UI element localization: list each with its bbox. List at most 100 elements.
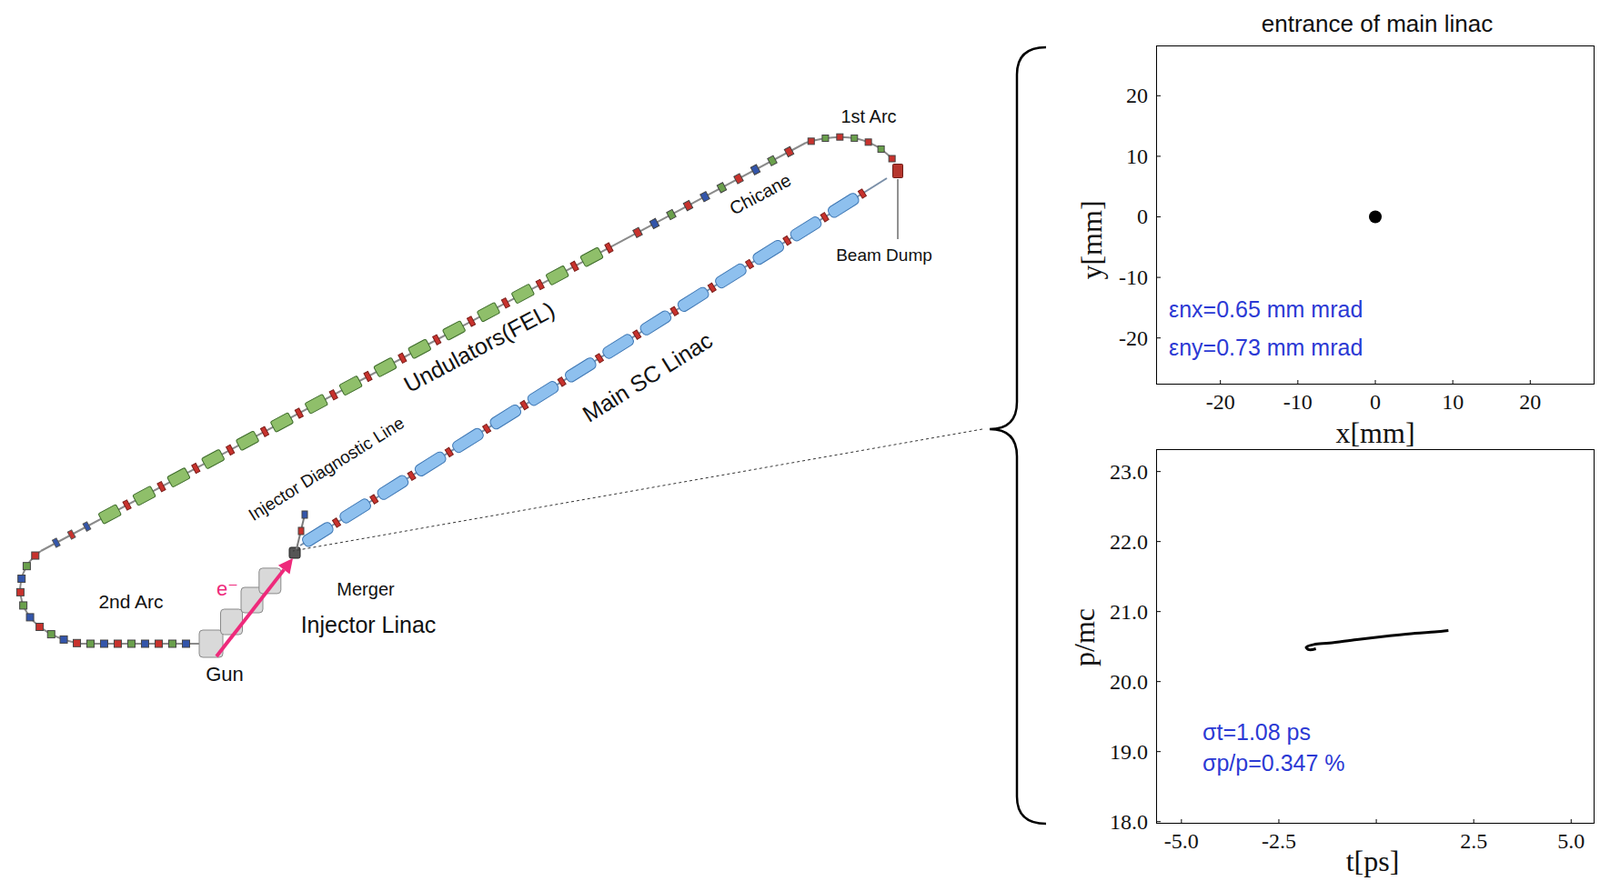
plot-title: entrance of main linac xyxy=(1261,11,1493,36)
undulator-module xyxy=(580,247,604,268)
undulator-module xyxy=(167,467,192,488)
quadrupole-magnet xyxy=(707,282,716,292)
quadrupole-magnet xyxy=(557,377,566,387)
beam-spot xyxy=(1368,210,1382,223)
label-holder: 0 xyxy=(1137,205,1148,228)
label-holder: -10 xyxy=(1283,391,1313,413)
quadrupole-magnet xyxy=(332,518,341,528)
axis-tick-label: 10 xyxy=(1126,145,1148,168)
plot-data xyxy=(1156,95,1571,825)
component-label: Injector Diagnostic Line xyxy=(245,413,408,524)
beam-statistic: σp/p=0.347 % xyxy=(1202,752,1346,775)
cryomodule xyxy=(525,380,560,408)
quadrupole-magnet xyxy=(570,261,579,272)
quadrupole-magnet xyxy=(51,538,61,548)
component-label: 1st Arc xyxy=(840,107,896,126)
return-beamline xyxy=(40,142,806,552)
quadrupole-magnet xyxy=(467,316,476,327)
stat-holder: σp/p=0.347 % xyxy=(1202,752,1346,775)
undulator-module xyxy=(476,301,501,323)
quadrupole-magnet xyxy=(82,522,91,532)
label-holder: Merger xyxy=(336,580,394,600)
undulator-module xyxy=(235,431,260,452)
title-holder: entrance of main linac xyxy=(1261,11,1493,36)
label-holder: 21.0 xyxy=(1109,601,1148,624)
axis-tick-label: -20 xyxy=(1206,391,1236,413)
beam-statistic: σt=1.08 ps xyxy=(1202,721,1311,745)
chicane-magnet xyxy=(716,182,726,193)
arc-magnet xyxy=(168,640,176,648)
quadrupole-magnet xyxy=(398,352,407,363)
arc-magnet xyxy=(73,639,81,647)
label-holder: 19.0 xyxy=(1109,741,1148,764)
undulator-module xyxy=(373,357,398,378)
label-holder: 10 xyxy=(1441,391,1464,413)
erl-layout xyxy=(16,133,903,658)
arc-magnet xyxy=(127,640,135,648)
axis-tick-label: 22.0 xyxy=(1109,531,1148,554)
quadrupole-magnet xyxy=(820,212,829,222)
diagnostic-magnet xyxy=(301,511,308,519)
arc-magnet xyxy=(31,552,40,560)
quadrupole-magnet xyxy=(67,530,76,540)
axis-tick-label: -20 xyxy=(1118,327,1148,350)
axis-tick-label: 23.0 xyxy=(1109,461,1148,484)
component-label: Injector Linac xyxy=(301,613,437,637)
label-holder: 2nd Arc xyxy=(98,592,163,613)
label-holder: 20.0 xyxy=(1109,671,1148,694)
label-holder: -2.5 xyxy=(1261,830,1297,853)
quadrupole-magnet xyxy=(191,462,201,473)
diagnostic-magnet xyxy=(298,527,304,535)
label-holder: Main SC Linac xyxy=(578,328,716,426)
axis-title: x[mm] xyxy=(1335,418,1415,448)
undulator-module xyxy=(201,449,225,470)
arc-magnet xyxy=(822,135,829,142)
chicane-magnet xyxy=(683,201,693,212)
quadrupole-magnet xyxy=(520,401,529,411)
quadrupole-magnet xyxy=(294,408,303,419)
label-holder: -20 xyxy=(1118,327,1148,350)
label-holder: 20 xyxy=(1126,84,1148,107)
arc-magnet xyxy=(181,640,190,648)
arc-magnet xyxy=(113,640,121,648)
label-holder: -5.0 xyxy=(1164,830,1199,853)
axis-title: p/mc xyxy=(1069,608,1099,667)
label-holder: 22.0 xyxy=(1109,531,1148,554)
component-label: e⁻ xyxy=(216,579,239,600)
axis-tick-label: 10 xyxy=(1441,391,1464,413)
axis-title: t[ps] xyxy=(1346,846,1400,876)
quadrupole-magnet xyxy=(670,306,679,316)
cryomodule xyxy=(375,473,410,502)
quadrupole-magnet xyxy=(604,242,614,253)
arc-magnet xyxy=(100,640,108,648)
axis-tick-label: 0 xyxy=(1137,205,1148,228)
arc-magnet xyxy=(154,640,162,648)
quadrupole-magnet xyxy=(444,447,453,457)
axis-tick-label: 18.0 xyxy=(1109,811,1148,834)
undulator-module xyxy=(270,412,294,433)
axis-tick-label: -10 xyxy=(1118,266,1148,289)
quadrupole-magnet xyxy=(501,298,510,309)
arc-magnet xyxy=(26,613,34,622)
stat-holder: εny=0.73 mm mrad xyxy=(1168,336,1363,360)
quadrupole-magnet xyxy=(122,500,131,511)
label-holder: 23.0 xyxy=(1109,461,1148,484)
label-holder: p/mc xyxy=(1069,608,1099,667)
cryomodule xyxy=(451,426,485,454)
label-holder: 5.0 xyxy=(1557,830,1585,853)
injector-cavity xyxy=(221,609,243,635)
undulator-module xyxy=(511,283,535,304)
arc-magnet xyxy=(16,588,24,596)
arc-magnet xyxy=(807,138,815,145)
quadrupole-magnet xyxy=(226,444,235,455)
arrow-head xyxy=(278,558,293,575)
axis-tick-label: 0 xyxy=(1369,391,1381,413)
axis-tick-label: 21.0 xyxy=(1109,601,1148,624)
axis-tick-label: 19.0 xyxy=(1109,741,1148,764)
cryomodule xyxy=(563,356,598,384)
label-holder: 20 xyxy=(1519,391,1541,413)
label-holder: e⁻ xyxy=(216,579,239,600)
arc-magnet xyxy=(47,631,55,639)
quadrupole-magnet xyxy=(594,353,604,363)
plot-frame: σt=1.08 ps σp/p=0.347 % xyxy=(1156,449,1595,825)
